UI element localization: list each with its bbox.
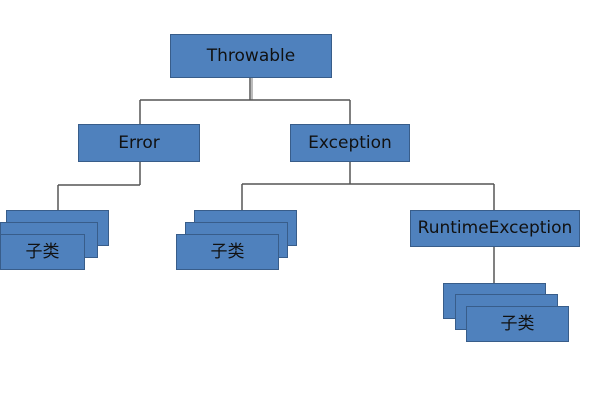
error-subclass-node: 子类 bbox=[0, 234, 85, 270]
error-subclass-label: 子类 bbox=[25, 241, 60, 262]
runtime-exception-label: RuntimeException bbox=[417, 218, 573, 238]
throwable-label: Throwable bbox=[206, 45, 296, 66]
runtime-subclass-node: 子类 bbox=[466, 306, 569, 342]
exception-subclass-label: 子类 bbox=[210, 241, 245, 262]
error-node: Error bbox=[78, 124, 200, 162]
error-label: Error bbox=[118, 132, 160, 153]
exception-node: Exception bbox=[290, 124, 410, 162]
exception-label: Exception bbox=[308, 132, 392, 153]
throwable-node: Throwable bbox=[170, 34, 332, 78]
runtime-subclass-label: 子类 bbox=[500, 313, 535, 334]
exception-subclass-node: 子类 bbox=[176, 234, 279, 270]
runtime-exception-node: RuntimeException bbox=[410, 210, 580, 247]
